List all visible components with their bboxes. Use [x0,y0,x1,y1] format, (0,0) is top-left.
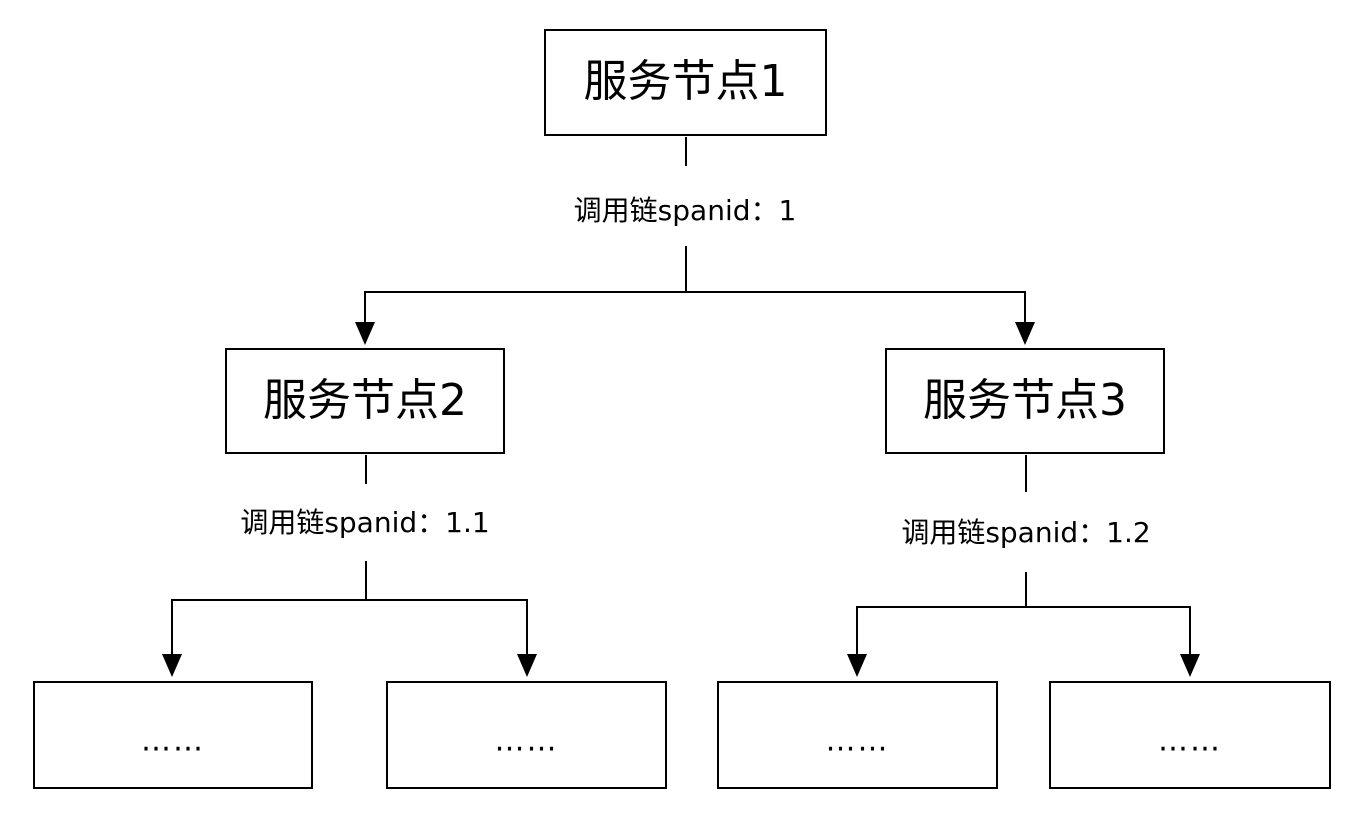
leaf-node-3: …… [717,681,998,789]
leaf-node-2-label: …… [495,724,559,759]
arrow-to-node-2 [355,322,375,345]
root-spanid-label: 调用链spanid：1 [574,194,797,227]
root-service-node: 服务节点1 [544,29,827,136]
node-3-spanid-label: 调用链spanid：1.2 [901,516,1150,549]
arrow-to-leaf-1 [162,654,182,677]
arrow-to-leaf-3 [847,654,867,677]
node-2-spanid-label: 调用链spanid：1.1 [240,506,489,539]
arrow-to-leaf-4 [1180,654,1200,677]
service-node-3-label: 服务节点3 [923,375,1127,426]
leaf-node-4: …… [1049,681,1331,789]
root-service-node-label: 服务节点1 [584,56,788,107]
leaf-node-4-label: …… [1158,724,1222,759]
service-node-2-label: 服务节点2 [263,375,467,426]
service-node-2: 服务节点2 [225,348,505,454]
leaf-node-3-label: …… [826,724,890,759]
leaf-node-1-label: …… [141,724,205,759]
service-node-3: 服务节点3 [885,348,1165,454]
leaf-node-2: …… [386,681,667,789]
leaf-node-1: …… [33,681,313,789]
arrow-to-leaf-2 [517,654,537,677]
arrow-to-node-3 [1015,322,1035,345]
